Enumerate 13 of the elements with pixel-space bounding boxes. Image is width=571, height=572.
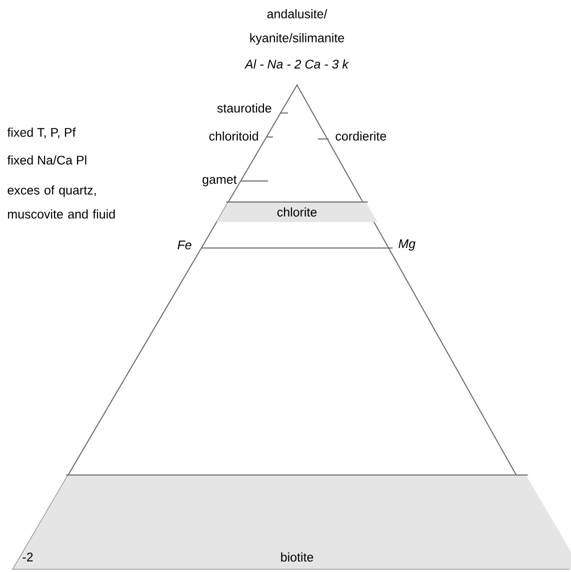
formula-label: Al - Na - 2 Ca - 3 k xyxy=(244,59,349,69)
chlorite-band: chlorite xyxy=(216,202,378,222)
endmember-label: Mg xyxy=(398,239,416,251)
mineral-label: andalusite/ kyanite/silimanite xyxy=(250,9,344,45)
mineral-label: gamet xyxy=(202,176,237,186)
condition-note: fixed T, P, Pf xyxy=(7,128,76,138)
mineral-label: cordierite xyxy=(336,131,386,141)
axis-value: -2 xyxy=(22,552,33,562)
condition-note: exces of quartz, muscovite and fiuid xyxy=(8,185,115,219)
mineral-label: staurotide xyxy=(217,103,272,113)
condition-note: fixed Na/Ca Pl xyxy=(7,155,86,165)
mineral-label: chloritoid xyxy=(209,131,258,141)
endmember-label: Fe xyxy=(178,240,192,250)
